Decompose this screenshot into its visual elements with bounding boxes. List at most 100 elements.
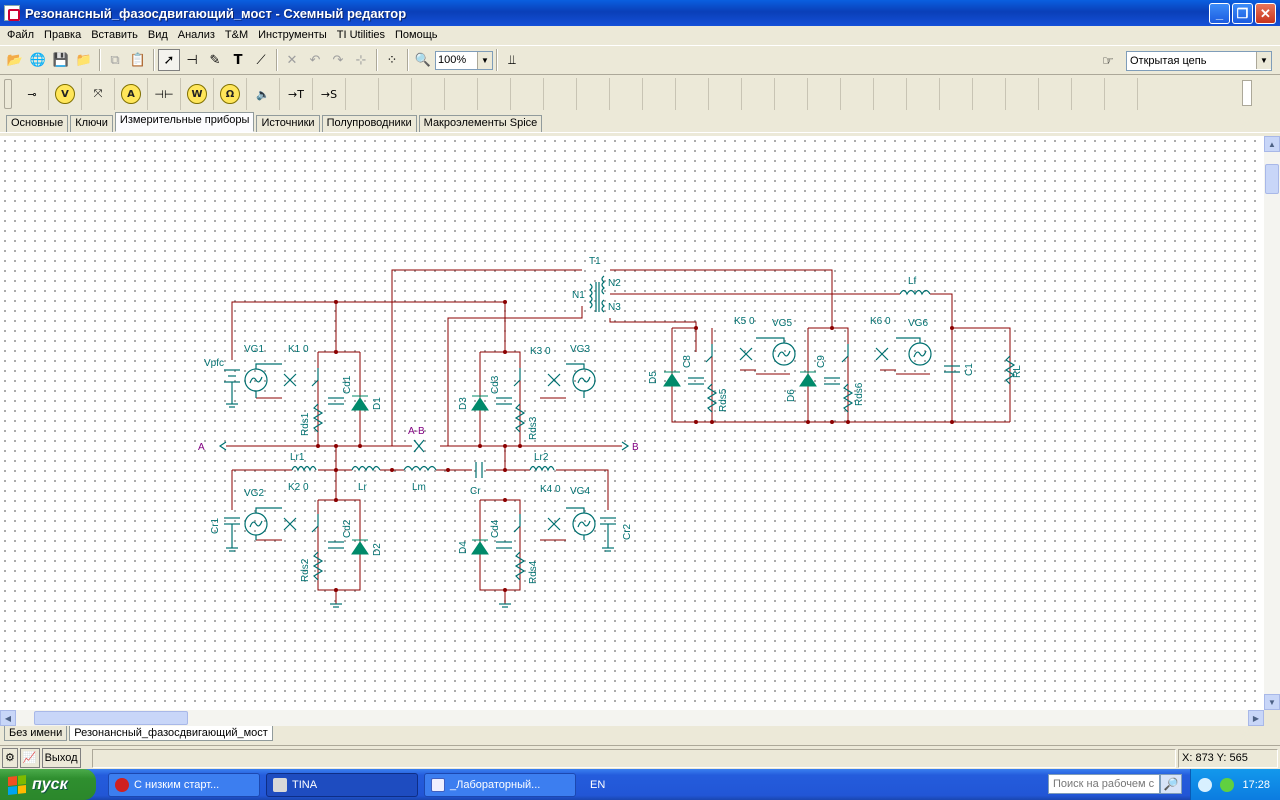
word-doc-icon [431, 777, 445, 792]
redo-icon[interactable]: ↷ [332, 52, 344, 68]
minimize-button[interactable]: _ [1209, 3, 1230, 24]
ammeter-icon[interactable]: A [115, 78, 148, 110]
chevron-down-icon[interactable]: ▼ [477, 51, 492, 69]
app-icon[interactable] [4, 5, 20, 21]
menu-bar: Файл Правка Вставить Вид Анализ T&M Инст… [0, 26, 1280, 44]
search-icon[interactable]: 🔎 [1160, 774, 1182, 794]
wire-select-icon[interactable]: ⊣ [186, 52, 198, 68]
maximize-button[interactable]: ❐ [1232, 3, 1253, 24]
save-icon[interactable]: 💾 [52, 52, 70, 68]
menu-analysis[interactable]: Анализ [177, 29, 215, 41]
sheet-tab-bridge[interactable]: Резонансный_фазосдвигающий_мост [69, 726, 273, 741]
label-tool-icon[interactable]: ⟋ [256, 52, 266, 68]
horizontal-scrollbar[interactable]: ◀ ▶ [0, 710, 1264, 726]
to-s-button[interactable]: →S [313, 78, 346, 110]
label-vg1: VG1 [244, 344, 264, 355]
pencil-icon[interactable]: ✎ [209, 52, 221, 68]
copy-icon[interactable]: ⧉ [110, 52, 120, 68]
menu-help[interactable]: Помощь [395, 29, 438, 41]
to-t-button[interactable]: →T [280, 78, 313, 110]
scroll-right-icon[interactable]: ▶ [1248, 710, 1264, 726]
taskbar-item-opera[interactable]: С низким старт... [108, 772, 260, 797]
grid-icon[interactable]: ⁘ [386, 52, 398, 68]
tab-basic[interactable]: Основные [6, 115, 69, 132]
vertical-scrollbar[interactable]: ▲ ▼ [1264, 136, 1280, 710]
tab-meters[interactable]: Измерительные приборы [114, 112, 255, 132]
pointer-mode-icon[interactable]: ☞ [1102, 53, 1114, 69]
label-b: B [632, 442, 639, 453]
start-button[interactable]: пуск [0, 769, 96, 800]
zoom-select[interactable]: 100% ▼ [435, 50, 493, 70]
network-icon[interactable] [1198, 777, 1213, 792]
paste-icon[interactable]: 📋 [129, 52, 147, 68]
vertical-scroll-thumb[interactable] [1265, 164, 1279, 194]
text-tool-icon[interactable]: T [233, 52, 243, 68]
crossed-arrows-icon[interactable]: ⤧ [82, 78, 115, 110]
label-d6: D6 [786, 389, 797, 402]
tab-switches[interactable]: Ключи [70, 115, 113, 132]
pin-icon[interactable]: ⊹ [355, 52, 367, 68]
ohmmeter-icon[interactable]: Ω [214, 78, 247, 110]
chevron-down-icon[interactable]: ▼ [1256, 52, 1271, 69]
label-vpfc: Vpfc [204, 358, 224, 369]
menu-insert[interactable]: Вставить [91, 29, 138, 41]
task-label: TINA [292, 778, 318, 791]
taskbar-item-tina[interactable]: TINA [266, 772, 418, 797]
empty-slot [940, 78, 973, 110]
toolbar-grip[interactable] [4, 79, 12, 109]
label-cr: Cr [470, 486, 481, 497]
label-vg4: VG4 [570, 486, 590, 497]
open-folder-icon[interactable]: 📂 [6, 52, 24, 68]
horizontal-scroll-thumb[interactable] [34, 711, 188, 725]
menu-tm[interactable]: T&M [224, 29, 249, 41]
close-button[interactable]: ✕ [1255, 3, 1276, 24]
zoom-icon[interactable]: 🔍 [414, 52, 432, 68]
label-k3: K3 0 [530, 346, 551, 357]
analysis-mode-value: Открытая цепь [1130, 55, 1207, 67]
taskbar-item-word[interactable]: _Лабораторный... [424, 772, 576, 797]
label-cd4: Cd4 [490, 519, 501, 538]
open-icon[interactable]: 📁 [75, 52, 93, 68]
menu-ti-utilities[interactable]: TI Utilities [336, 29, 386, 41]
sheet-tab-untitled[interactable]: Без имени [4, 726, 68, 741]
language-indicator[interactable]: EN [590, 778, 606, 791]
title-bar: Резонансный_фазосдвигающий_мост - Схемны… [0, 0, 1280, 26]
globe-icon[interactable]: 🌐 [29, 52, 47, 68]
desktop-search-input[interactable]: Поиск на рабочем с [1048, 774, 1160, 794]
wireless-icon[interactable] [1220, 777, 1235, 792]
switch-icon[interactable]: ⊣⊢ [148, 78, 181, 110]
menu-file[interactable]: Файл [7, 29, 35, 41]
probe-icon[interactable]: ⫫ [508, 52, 516, 68]
empty-slot [709, 78, 742, 110]
empty-slot [808, 78, 841, 110]
speaker-icon[interactable]: 🔈 [247, 78, 280, 110]
scroll-down-icon[interactable]: ▼ [1264, 694, 1280, 710]
clock[interactable]: 17:28 [1242, 778, 1270, 791]
component-toolbar: ⊸ V ⤧ A ⊣⊢ W Ω 🔈 →T →S [0, 76, 1280, 112]
menu-tools[interactable]: Инструменты [258, 29, 327, 41]
menu-view[interactable]: Вид [147, 29, 168, 41]
undo-icon[interactable]: ↶ [309, 52, 321, 68]
menu-edit[interactable]: Правка [44, 29, 82, 41]
exit-button[interactable]: Выход [41, 747, 81, 768]
tab-semiconductors[interactable]: Полупроводники [321, 115, 417, 132]
label-k2: K2 0 [288, 482, 309, 493]
tab-spice-macros[interactable]: Макроэлементы Spice [418, 115, 543, 132]
label-a: A [198, 442, 205, 453]
open-switch-icon[interactable]: ⊸ [16, 78, 49, 110]
voltmeter-icon[interactable]: V [49, 78, 82, 110]
diagram-mode-icon[interactable]: 📈 [19, 747, 40, 768]
schematic-canvas[interactable]: T1 N1 N2 N3 Lf RL C1 Vpfc VG1 VG2 VG3 VG… [0, 136, 1264, 710]
wattmeter-icon[interactable]: W [181, 78, 214, 110]
delete-icon[interactable]: ✕ [286, 52, 298, 68]
schematic-mode-icon[interactable]: ⚙ [2, 747, 18, 768]
system-tray: 17:28 [1190, 769, 1280, 800]
empty-slot [1039, 78, 1072, 110]
tab-sources[interactable]: Источники [256, 115, 320, 132]
scroll-up-icon[interactable]: ▲ [1264, 136, 1280, 152]
select-arrow-icon[interactable]: ➚ [158, 49, 180, 71]
toolbar-scroll-handle[interactable] [1242, 80, 1252, 106]
scroll-left-icon[interactable]: ◀ [0, 710, 16, 726]
analysis-mode-select[interactable]: Открытая цепь ▼ [1126, 51, 1272, 71]
junctions [316, 300, 954, 592]
